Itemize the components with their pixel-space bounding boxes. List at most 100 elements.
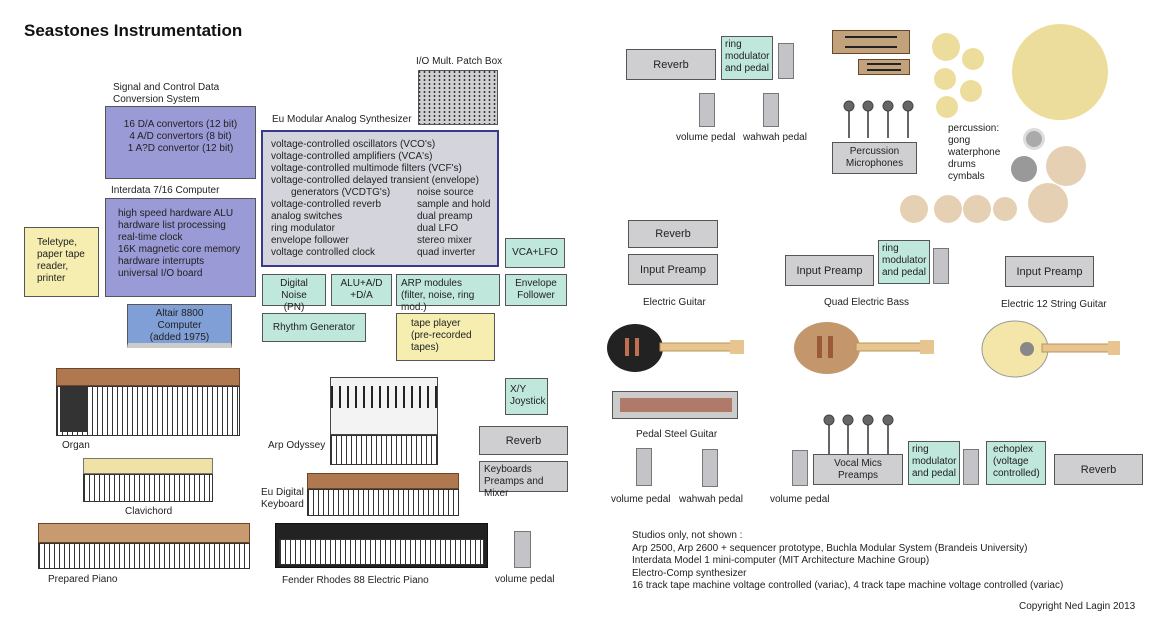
synth-item: analog switches — [271, 211, 343, 222]
box-line: (filter, noise, ring mod.) — [401, 290, 475, 313]
twelve-string-guitar-icon — [981, 320, 1120, 378]
wahwah-pedal-label: wahwah pedal — [679, 494, 743, 505]
volume-pedal-label: volume pedal — [676, 132, 736, 143]
arp-odyssey-panel — [330, 377, 438, 435]
prepared-piano-label: Prepared Piano — [48, 574, 118, 585]
synth-item: envelope follower — [271, 235, 349, 246]
label-line: Keyboard — [261, 499, 304, 510]
cymbal-icon — [932, 33, 960, 61]
volume-pedal-label: volume pedal — [611, 494, 671, 505]
waterphone-icon — [1023, 128, 1045, 150]
input-preamp-guitar: Input Preamp — [628, 254, 718, 285]
input-preamp-12string: Input Preamp — [1005, 256, 1094, 287]
box-line: and pedal — [912, 468, 956, 479]
interdata-box: high speed hardware ALU hardware list pr… — [105, 198, 256, 297]
teletype-box: Teletype, paper tape reader, printer — [24, 227, 99, 297]
synth-item: ring modulator — [271, 223, 335, 234]
synth-item: voltage-controlled oscillators (VCO's) — [271, 139, 436, 150]
label-line: Eu Digital — [261, 487, 304, 498]
box-line: tapes) — [411, 342, 439, 353]
ring-mod-box-bass: ring modulator and pedal — [878, 240, 930, 284]
box-line: modulator — [725, 51, 770, 62]
box-line: modulator — [882, 255, 927, 266]
synth-item: voltage-controlled amplifiers (VCA's) — [271, 151, 433, 162]
synth-item: voltage-controlled reverb — [271, 199, 382, 210]
arp-odyssey-label: Arp Odyssey — [268, 440, 326, 451]
pedal-icon — [963, 449, 979, 485]
copyright: Copyright Ned Lagin 2013 — [1019, 601, 1136, 612]
box-line: ARP modules — [401, 278, 462, 289]
arp-odyssey-keys — [330, 435, 438, 465]
teletype-line: reader, — [37, 261, 69, 272]
box-line: Envelope — [515, 278, 557, 289]
organ-left-panel — [60, 386, 88, 432]
studios-line: Studios only, not shown : — [632, 530, 743, 541]
conv-line: 1 A?D convertor (12 bit) — [127, 143, 234, 154]
synth-item: generators (VCDTG's) — [291, 187, 391, 198]
altair-box: Altair 8800 Computer (added 1975) — [127, 304, 232, 348]
interdata-line: universal I/O board — [118, 268, 203, 279]
gong-stand-bars — [867, 63, 901, 71]
signal-conversion-title-line1: Signal and Control Data — [113, 82, 220, 93]
pedal-steel-body — [620, 398, 732, 412]
box-line: tape player — [411, 318, 461, 329]
ring-mod-box-vocal: ring modulator and pedal — [908, 441, 960, 485]
reverb-box-top: Reverb — [626, 49, 716, 80]
percussion-microphones-icon — [843, 100, 914, 138]
studios-line: Interdata Model 1 mini-computer (MIT Arc… — [632, 555, 930, 567]
synth-item: quad inverter — [417, 247, 476, 258]
box-line: Percussion — [849, 146, 900, 157]
reverb-box-vocal: Reverb — [1054, 454, 1143, 485]
volume-pedal-icon — [792, 450, 808, 486]
altair-line: (added 1975) — [149, 332, 210, 343]
box-line: ALU+A/D — [340, 278, 383, 289]
gong-icon — [1012, 24, 1108, 120]
altair-line: Computer — [157, 320, 202, 331]
percussion-item: cymbals — [948, 171, 985, 182]
conv-line: 4 A/D convertors (8 bit) — [129, 131, 232, 142]
box-line: (voltage — [993, 456, 1029, 467]
box-line: ring — [882, 243, 899, 254]
box-line: Follower — [517, 290, 555, 301]
reverb-box-guitar: Reverb — [628, 220, 718, 248]
synth-item: voltage-controlled multimode filters (VC… — [271, 163, 462, 174]
synth-item: voltage controlled clock — [271, 247, 375, 258]
keyboards-preamps-box: Keyboards Preamps and Mixer — [479, 461, 568, 499]
cymbal-icon — [934, 68, 956, 90]
alu-da-box: ALU+A/D +D/A — [331, 274, 392, 306]
percussion-item: gong — [948, 135, 971, 146]
volume-pedal-icon — [636, 448, 652, 486]
rhythm-generator-box: Rhythm Generator — [262, 313, 366, 342]
drum-icon — [993, 197, 1017, 221]
quad-bass-label: Quad Electric Bass — [824, 297, 910, 308]
volume-pedal-icon — [514, 531, 531, 568]
xy-joystick-box: X/Y Joystick — [505, 378, 548, 415]
percussion-item: waterphone — [948, 147, 1001, 158]
signal-conversion-title-line2: Conversion System — [113, 94, 200, 105]
teletype-line: paper tape — [37, 249, 85, 260]
conv-line: 16 D/A convertors (12 bit) — [123, 119, 238, 130]
arp-modules-box: ARP modules (filter, noise, ring mod.) — [396, 274, 500, 313]
studios-line: Arp 2500, Arp 2600 + sequencer prototype… — [632, 542, 1028, 554]
clavichord-keys — [83, 474, 213, 502]
eu-digital-keyboard-keys — [307, 489, 459, 516]
electric-guitar-label: Electric Guitar — [643, 297, 706, 308]
percussion-list: percussion: gong waterphone drums cymbal… — [948, 123, 1000, 183]
box-line: and pedal — [725, 63, 769, 74]
input-preamp-bass: Input Preamp — [785, 255, 874, 286]
prepared-piano-keys — [38, 543, 250, 569]
box-line: Joystick — [510, 396, 546, 407]
box-line: Digital Noise — [280, 278, 308, 301]
io-patch-box — [418, 70, 498, 125]
pedal-icon — [933, 248, 949, 284]
synth-item: voltage-controlled delayed transient (en… — [271, 175, 479, 186]
twelve-string-label: Electric 12 String Guitar — [1001, 299, 1107, 310]
electric-guitar-icon — [607, 324, 744, 372]
box-line: modulator — [912, 456, 957, 467]
interdata-line: high speed hardware ALU — [118, 208, 234, 219]
echoplex-box: echoplex (voltage controlled) — [986, 441, 1046, 485]
teletype-line: Teletype, — [37, 237, 78, 248]
box-line: Keyboards — [484, 464, 532, 475]
interdata-line: 16K magnetic core memory — [118, 244, 241, 255]
signal-conversion-title: Signal and Control Data Conversion Syste… — [113, 82, 219, 106]
